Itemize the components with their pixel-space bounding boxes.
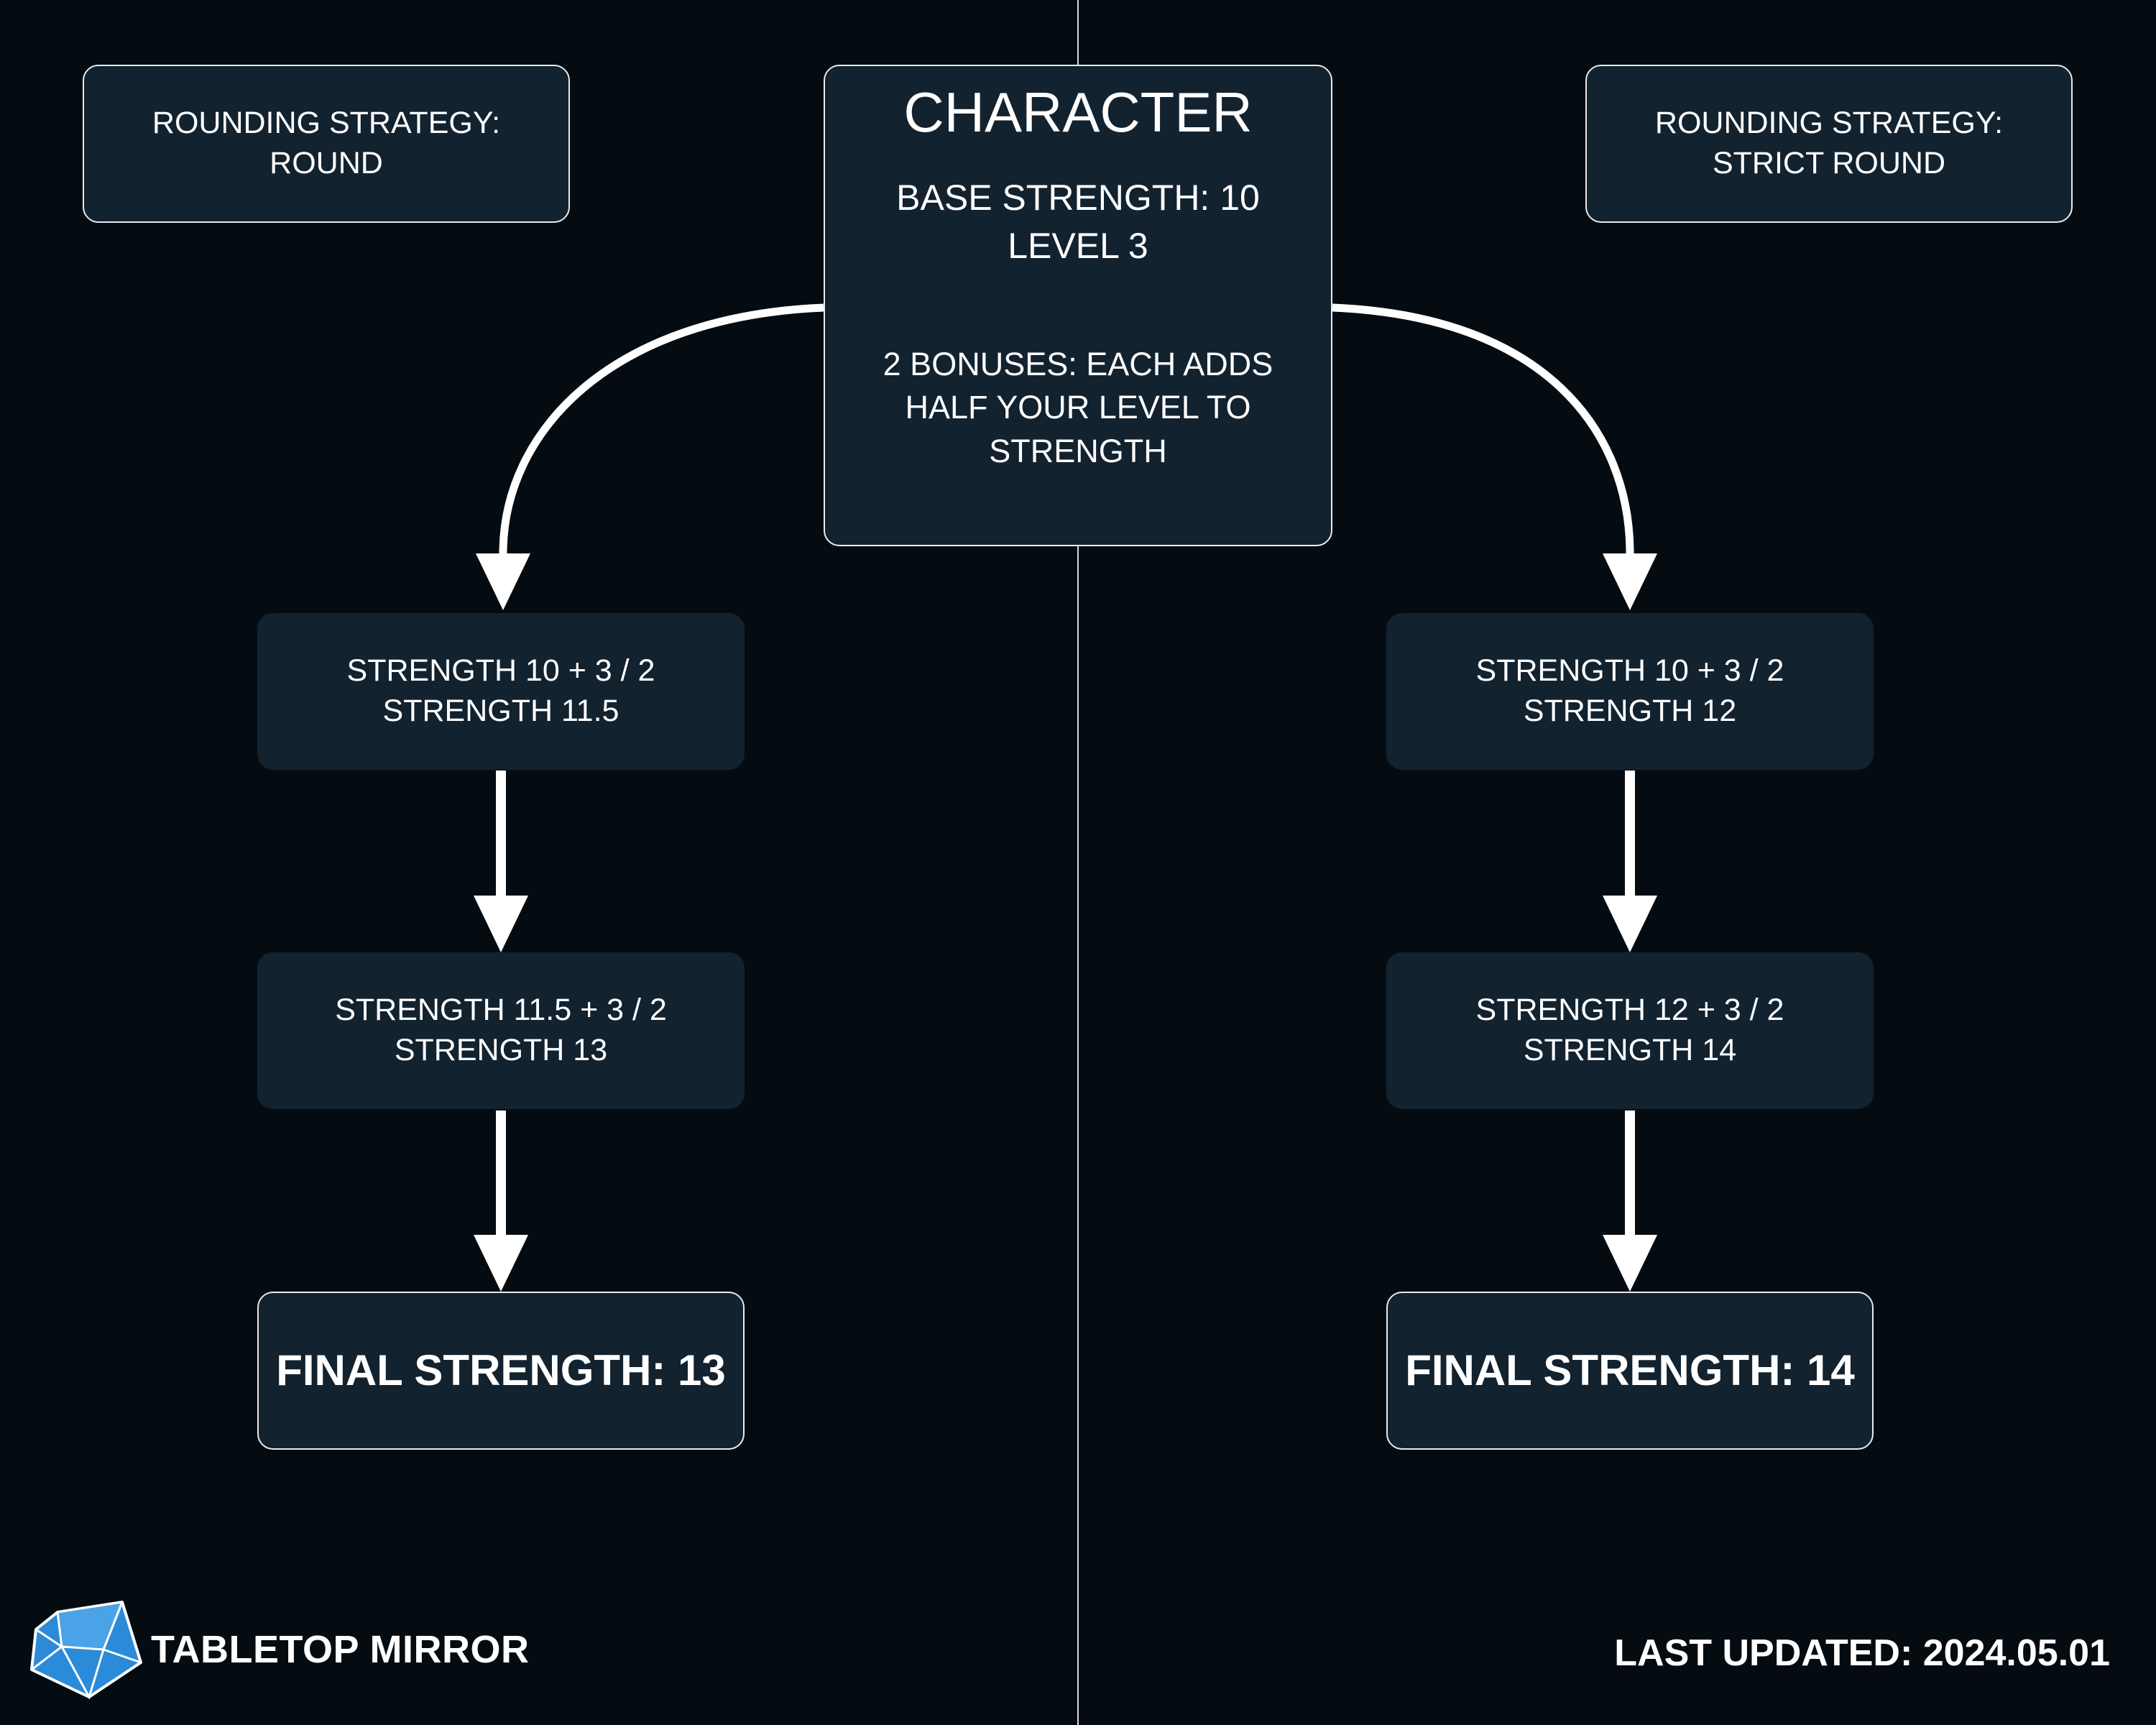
- right-step-1-box: STRENGTH 10 + 3 / 2 STRENGTH 12: [1386, 613, 1874, 770]
- left-step-1-result: STRENGTH 11.5: [382, 694, 619, 728]
- left-step-2-box: STRENGTH 11.5 + 3 / 2 STRENGTH 13: [257, 952, 745, 1109]
- bonuses-description: 2 BONUSES: EACH ADDS HALF YOUR LEVEL TO …: [883, 345, 1273, 470]
- character-box: CHARACTER BASE STRENGTH: 10 LEVEL 3 2 BO…: [824, 65, 1332, 546]
- right-rounding-strategy-box: ROUNDING STRATEGY: STRICT ROUND: [1585, 65, 2073, 223]
- right-strategy-label: ROUNDING STRATEGY:: [1654, 106, 2004, 141]
- left-strategy-value: ROUND: [270, 146, 383, 180]
- brand-logo: TABLETOP MIRROR: [29, 1599, 530, 1700]
- left-final-strength: FINAL STRENGTH: 13: [276, 1346, 726, 1394]
- character-level: LEVEL 3: [1008, 226, 1148, 267]
- character-title: CHARACTER: [903, 80, 1253, 144]
- left-rounding-strategy-box: ROUNDING STRATEGY: ROUND: [83, 65, 570, 223]
- right-final-strength-box: FINAL STRENGTH: 14: [1386, 1292, 1874, 1450]
- brand-name: TABLETOP MIRROR: [151, 1628, 530, 1671]
- arrow-character-to-right: [1332, 303, 1657, 610]
- right-step-2-result: STRENGTH 14: [1523, 1033, 1737, 1067]
- left-final-strength-box: FINAL STRENGTH: 13: [257, 1292, 745, 1450]
- right-step-2-box: STRENGTH 12 + 3 / 2 STRENGTH 14: [1386, 952, 1874, 1109]
- base-strength: BASE STRENGTH: 10: [896, 177, 1260, 218]
- right-strategy-value: STRICT ROUND: [1712, 146, 1946, 180]
- left-step-2-formula: STRENGTH 11.5 + 3 / 2: [335, 993, 667, 1028]
- left-step-1-formula: STRENGTH 10 + 3 / 2: [346, 653, 655, 689]
- right-step-1-result: STRENGTH 12: [1523, 694, 1737, 728]
- right-final-strength: FINAL STRENGTH: 14: [1405, 1346, 1855, 1394]
- left-step-2-result: STRENGTH 13: [394, 1033, 608, 1067]
- right-step-2-formula: STRENGTH 12 + 3 / 2: [1475, 993, 1784, 1028]
- last-updated-label: LAST UPDATED: 2024.05.01: [1614, 1632, 2110, 1674]
- left-strategy-label: ROUNDING STRATEGY:: [152, 106, 501, 141]
- left-step-1-box: STRENGTH 10 + 3 / 2 STRENGTH 11.5: [257, 613, 745, 770]
- right-step-1-formula: STRENGTH 10 + 3 / 2: [1475, 653, 1784, 689]
- d20-dice-icon: [30, 1601, 142, 1700]
- arrow-character-to-left: [476, 303, 824, 610]
- center-divider: [1077, 0, 1079, 1725]
